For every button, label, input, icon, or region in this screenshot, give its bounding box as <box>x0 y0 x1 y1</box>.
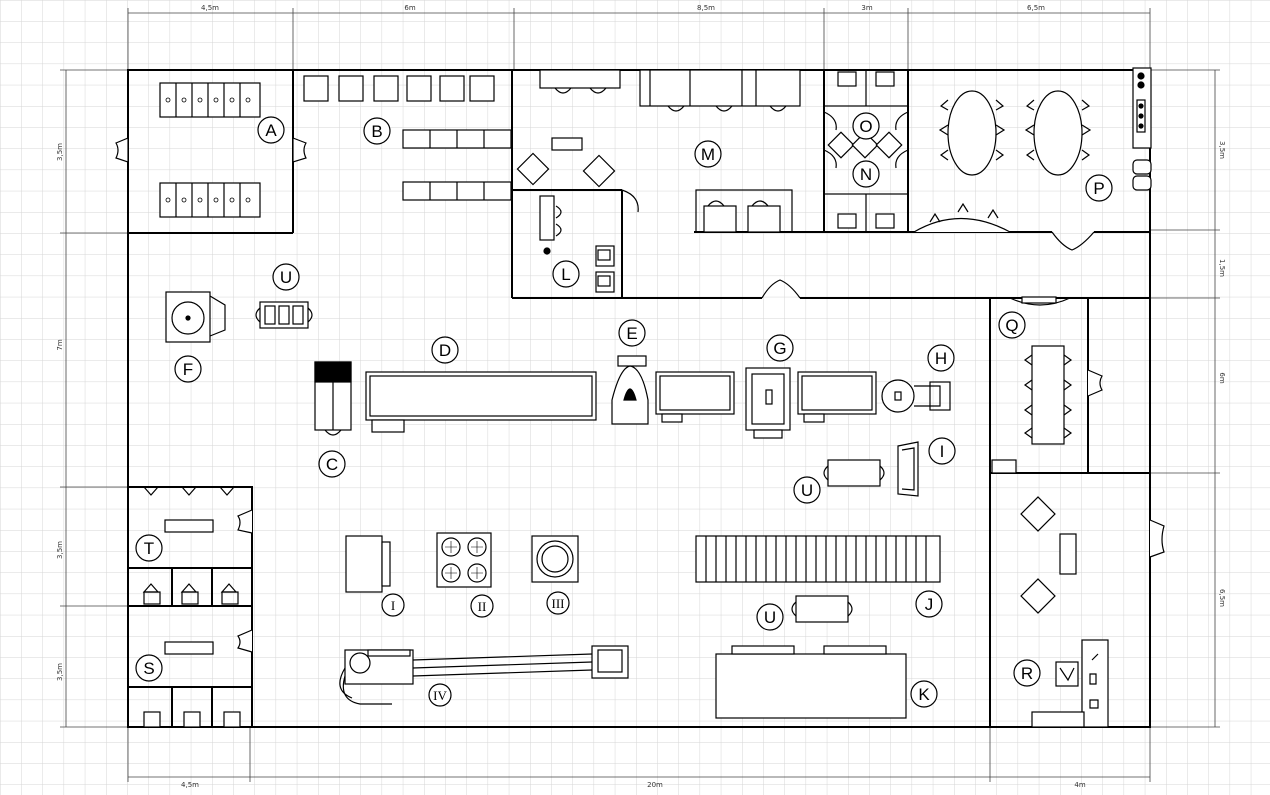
dim-left-4: 3,5m <box>56 663 64 681</box>
table-k <box>715 645 907 719</box>
dim-right-4: 6,5m <box>1218 589 1226 607</box>
machine-label-1: I <box>391 598 395 613</box>
dim-left-2: 7m <box>56 339 64 350</box>
zone-label-e: E <box>626 324 637 343</box>
zone-label-h: H <box>935 349 947 368</box>
dim-left-1: 3,5m <box>56 143 64 161</box>
rollers-j <box>695 535 941 583</box>
office-furniture <box>516 69 909 293</box>
dim-top-1: 4,5m <box>201 4 219 12</box>
machine-e <box>611 355 649 425</box>
zone-label-n: N <box>860 165 872 184</box>
dim-top-3: 8,5m <box>697 4 715 12</box>
dim-top-2: 6m <box>404 4 415 12</box>
zone-label-u-3: U <box>764 608 776 627</box>
machine-1 <box>345 535 391 593</box>
zone-label-p: P <box>1093 179 1104 198</box>
dim-left-3: 3,5m <box>56 541 64 559</box>
zone-label-b: B <box>371 122 382 141</box>
machine-label-3: III <box>552 596 565 611</box>
zone-label-d: D <box>439 341 451 360</box>
zone-label-c: C <box>326 455 338 474</box>
zone-label-circles <box>135 112 1113 708</box>
zone-label-s: S <box>143 659 154 678</box>
machine-2 <box>436 532 492 588</box>
dim-bottom-3: 4m <box>1074 781 1085 789</box>
storage-bins <box>303 75 512 201</box>
zone-label-j: J <box>925 595 934 614</box>
lounge-furniture <box>1020 496 1109 728</box>
forklift-u3 <box>791 595 853 623</box>
machine-c <box>314 361 352 436</box>
zone-label-l: L <box>561 265 570 284</box>
dim-bottom-2: 20m <box>647 781 663 789</box>
machine-f <box>165 291 226 343</box>
zone-label-f: F <box>183 360 193 379</box>
zone-label-a: A <box>265 121 277 140</box>
zone-label-t: T <box>144 539 154 558</box>
machine-i-side <box>897 441 919 497</box>
machine-label-2: II <box>478 599 487 614</box>
zone-label-r: R <box>1021 664 1033 683</box>
zone-label-o: O <box>859 117 872 136</box>
dim-right-3: 6m <box>1218 372 1226 383</box>
dim-right-2: 1,5m <box>1218 259 1226 277</box>
zone-label-m: M <box>701 145 715 164</box>
zone-label-q: Q <box>1005 316 1018 335</box>
dim-right-1: 3,5m <box>1218 141 1226 159</box>
machine-h <box>881 379 951 413</box>
conveyor-g <box>655 367 877 439</box>
machine-label-4: IV <box>433 688 447 703</box>
zone-label-g: G <box>773 339 786 358</box>
restroom-fixtures <box>142 486 241 728</box>
conference-table <box>991 296 1073 474</box>
conveyor-d <box>365 371 597 433</box>
zone-label-u-1: U <box>280 268 292 287</box>
dimension-lines <box>60 8 1220 782</box>
machine-4 <box>339 645 629 705</box>
rack-a-dots <box>165 97 251 203</box>
zone-label-i: I <box>940 442 945 461</box>
rack-a-top <box>159 82 261 218</box>
dim-bottom-1: 4,5m <box>181 781 199 789</box>
dim-top-4: 3m <box>861 4 872 12</box>
forklift-u2 <box>823 459 885 487</box>
dim-top-5: 6,5m <box>1027 4 1045 12</box>
zone-label-k: K <box>918 685 930 704</box>
doors <box>115 111 1165 653</box>
forklift-u1 <box>255 301 313 329</box>
machine-3 <box>531 535 579 583</box>
zone-label-u-2: U <box>801 481 813 500</box>
meeting-tables <box>913 67 1152 233</box>
